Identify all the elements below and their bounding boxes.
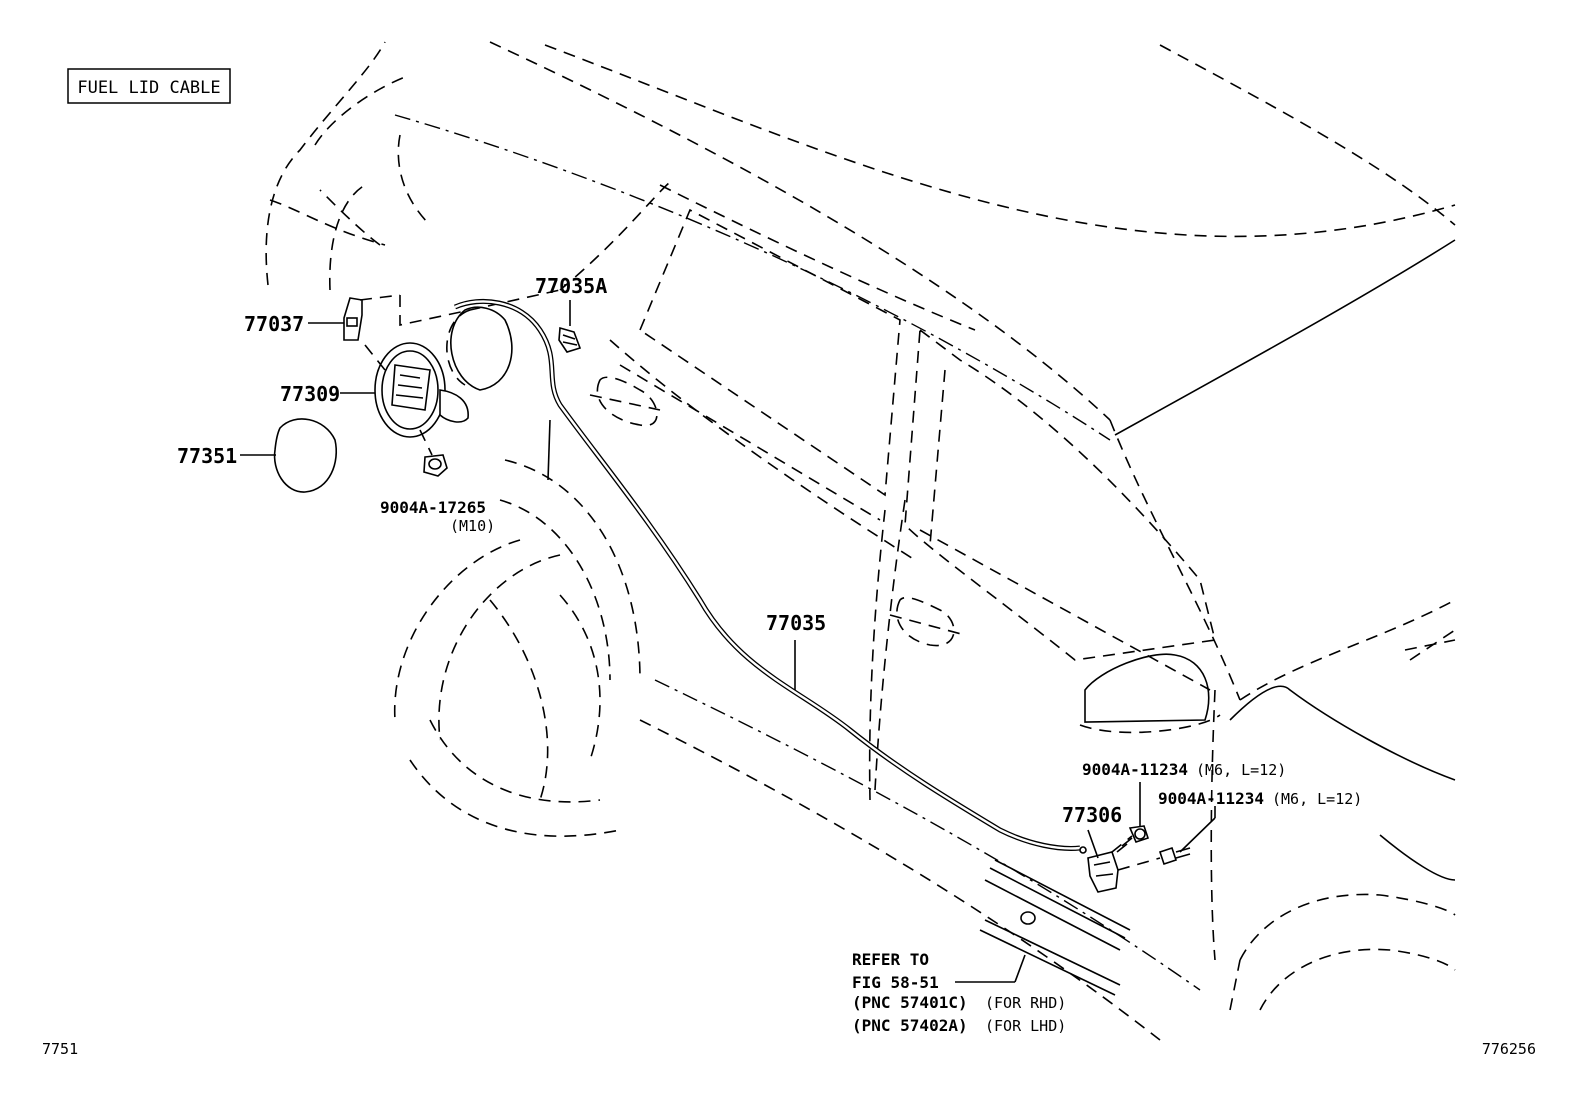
reference-lhd: (FOR LHD) xyxy=(985,1017,1066,1035)
part-nut-17265[interactable] xyxy=(423,454,448,477)
reference-note: REFER TO FIG 58-51 (PNC 57401C) (FOR RHD… xyxy=(852,950,1066,1035)
part-77035A-clip[interactable] xyxy=(558,326,582,353)
label-77035A: 77035A xyxy=(535,274,607,298)
fuel-lid-cable xyxy=(453,298,1087,854)
vehicle-body-outline xyxy=(265,41,1456,1041)
part-77306-opener[interactable] xyxy=(1087,835,1161,893)
reference-rhd: (FOR RHD) xyxy=(985,994,1066,1012)
leader-lines xyxy=(240,300,1216,983)
part-77351-fuel-lid[interactable] xyxy=(273,418,337,493)
part-bolt-11234-b[interactable] xyxy=(1158,846,1191,866)
label-bolt-17265-spec: (M10) xyxy=(450,517,495,535)
part-77309-fuel-housing[interactable] xyxy=(364,342,469,456)
label-77309: 77309 xyxy=(280,382,340,406)
label-77037: 77037 xyxy=(244,312,304,336)
label-bolt-11234-a: 9004A-11234 xyxy=(1082,760,1188,779)
label-77035: 77035 xyxy=(766,611,826,635)
part-bolt-11234-a[interactable] xyxy=(1116,825,1150,853)
label-bolt-11234-b-spec: (M6, L=12) xyxy=(1272,790,1362,808)
footer-left-code: 7751 xyxy=(42,1040,78,1058)
reference-line1: REFER TO xyxy=(852,950,929,969)
title-box: FUEL LID CABLE xyxy=(67,68,231,104)
label-bolt-11234-b: 9004A-11234 xyxy=(1158,789,1264,808)
diagram-title: FUEL LID CABLE xyxy=(77,78,220,98)
footer-right-code: 776256 xyxy=(1482,1040,1536,1058)
reference-pnc-rhd: (PNC 57401C) xyxy=(852,993,968,1012)
label-bolt-11234-a-spec: (M6, L=12) xyxy=(1196,761,1286,779)
reference-pnc-lhd: (PNC 57402A) xyxy=(852,1016,968,1035)
label-77351: 77351 xyxy=(177,444,237,468)
part-77037-actuator[interactable] xyxy=(343,294,401,341)
label-bolt-17265: 9004A-17265 xyxy=(380,498,486,517)
reference-line2: FIG 58-51 xyxy=(852,973,939,992)
label-77306: 77306 xyxy=(1062,803,1122,827)
